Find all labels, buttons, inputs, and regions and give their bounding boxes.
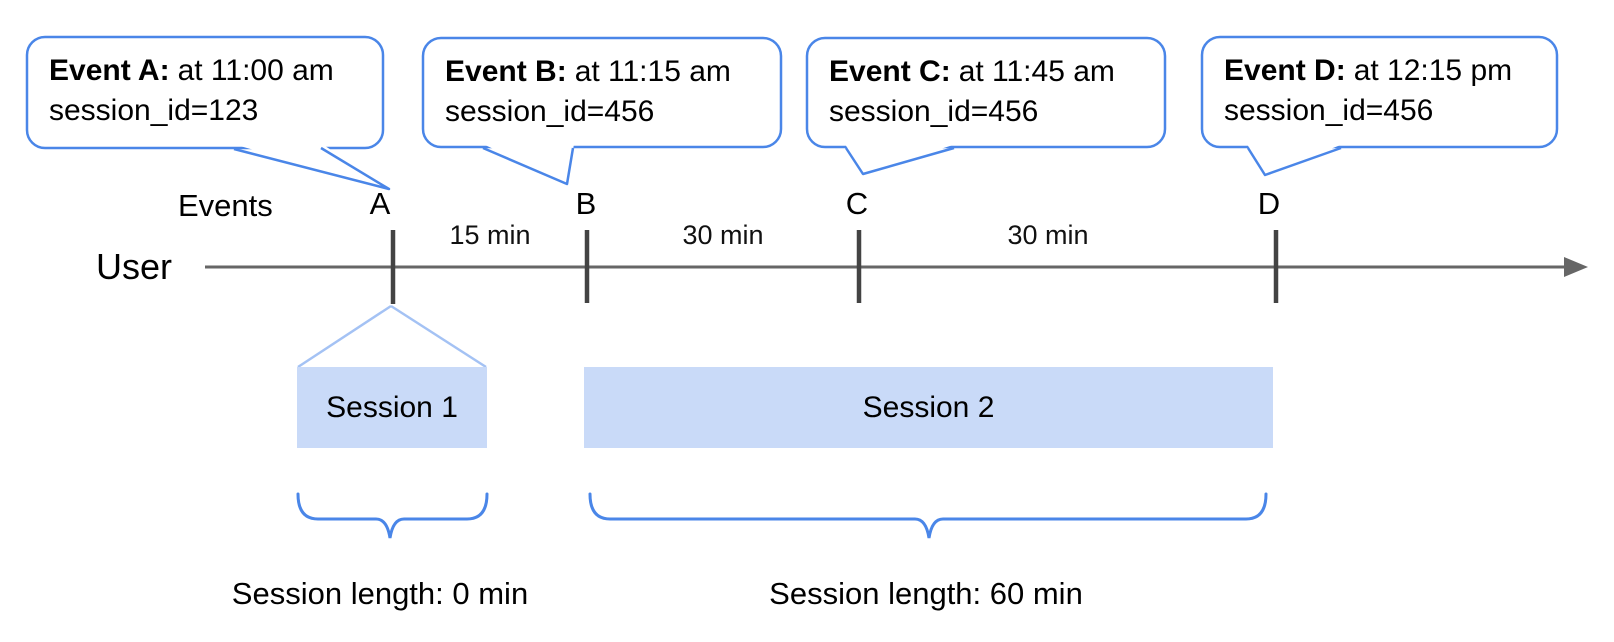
event-label-d: D	[1257, 186, 1281, 221]
callout-bubble-c	[805, 36, 1167, 149]
session-1-label: Session 1	[326, 390, 458, 424]
session-1-funnel-lines	[297, 304, 487, 369]
events-row-label: Events	[178, 188, 273, 223]
callout-c-time: at 11:45 am	[958, 55, 1115, 88]
callout-c-title: Event C:	[829, 55, 951, 88]
callout-a-time: at 11:00 am	[177, 54, 334, 87]
event-label-c: C	[845, 186, 869, 221]
callout-tail-d	[1246, 144, 1343, 177]
callout-d-session: session_id=456	[1224, 94, 1434, 127]
callout-c-session: session_id=456	[829, 95, 1039, 128]
session-2-length-label: Session length: 60 min	[769, 576, 1083, 611]
interval-label-ab: 15 min	[449, 220, 531, 250]
callout-b-line1: Event B:at 11:15 am	[445, 52, 731, 92]
callout-bubble-d	[1200, 35, 1559, 149]
callout-a-session: session_id=123	[49, 94, 259, 127]
session-2-label: Session 2	[862, 390, 995, 424]
callout-a-line1: Event A:at 11:00 am	[49, 51, 334, 91]
brace-session-1	[296, 492, 489, 539]
callout-d-time: at 12:15 pm	[1353, 54, 1513, 87]
event-label-b: B	[575, 186, 597, 221]
callout-tail-c	[844, 144, 956, 176]
user-axis-label: User	[96, 246, 173, 287]
interval-label-bc: 30 min	[682, 220, 764, 250]
callout-text-c: Event C:at 11:45 am session_id=456	[829, 52, 1115, 132]
callout-tail-b	[482, 144, 575, 186]
callout-d-title: Event D:	[1224, 54, 1346, 87]
interval-label-cd: 30 min	[1007, 220, 1089, 250]
callout-b-title: Event B:	[445, 55, 567, 88]
callout-c-line1: Event C:at 11:45 am	[829, 52, 1115, 92]
session-1-length-label: Session length: 0 min	[231, 576, 529, 611]
callout-tail-a	[233, 144, 391, 191]
callout-bubble-a	[25, 35, 385, 150]
callout-a-title: Event A:	[49, 54, 170, 87]
callout-text-a: Event A:at 11:00 am session_id=123	[49, 51, 334, 131]
callout-text-b: Event B:at 11:15 am session_id=456	[445, 52, 731, 132]
callout-text-d: Event D:at 12:15 pm session_id=456	[1224, 51, 1512, 131]
callout-d-line1: Event D:at 12:15 pm	[1224, 51, 1512, 91]
timeline-arrowhead	[1564, 257, 1588, 277]
callout-b-time: at 11:15 am	[574, 55, 731, 88]
session-1-box: Session 1	[297, 367, 487, 448]
event-label-a: A	[369, 186, 391, 221]
brace-session-2	[588, 492, 1268, 539]
callout-b-session: session_id=456	[445, 95, 655, 128]
callout-bubble-b	[421, 36, 783, 149]
session-2-box: Session 2	[584, 367, 1273, 448]
